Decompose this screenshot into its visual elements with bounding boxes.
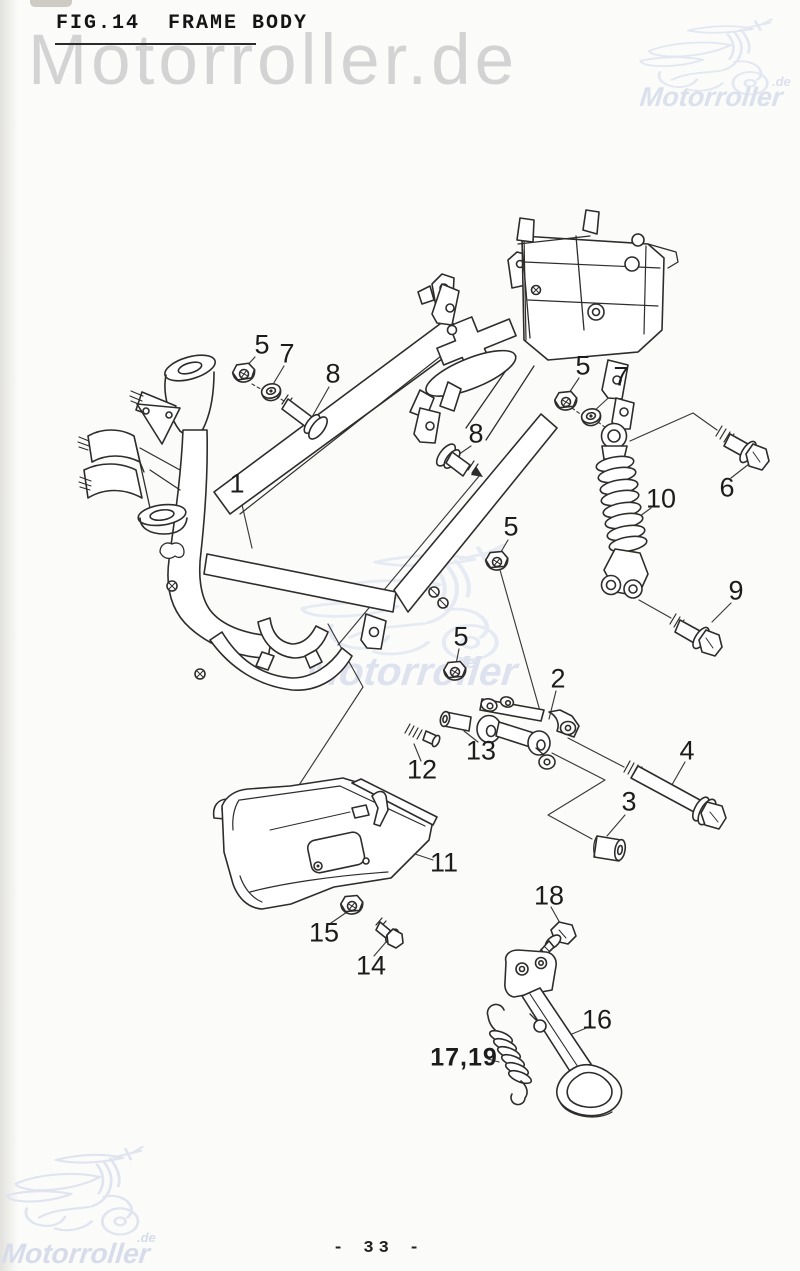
part-callout-16: 16 [581, 1004, 613, 1035]
screw-14 [375, 917, 404, 949]
part-callout-8: 8 [468, 418, 484, 449]
part-callout-15: 15 [308, 917, 340, 948]
part-callout-9: 9 [728, 575, 744, 606]
bolt-6 [715, 425, 770, 471]
page-number: - 33 - [333, 1239, 425, 1258]
spacer-13 [439, 710, 472, 732]
part-callout-18: 18 [533, 880, 565, 911]
part-callout-17-19: 17,19 [430, 1043, 498, 1072]
part-callout-7: 7 [279, 338, 295, 369]
part-callout-1: 1 [229, 468, 245, 499]
part-callout-11: 11 [429, 847, 459, 878]
part-callout-10: 10 [645, 483, 677, 514]
scan-corner-artifact [30, 0, 72, 7]
nut-5-rear [553, 390, 579, 412]
bushing-3 [593, 835, 627, 862]
washer-7-front [259, 381, 284, 404]
stand-spring [486, 1003, 533, 1106]
bolt-8-front [281, 394, 328, 440]
watermark-logo-tld: .de [137, 1230, 156, 1245]
linkage-bracket [476, 696, 580, 770]
screw-12 [404, 723, 441, 748]
part-callout-5: 5 [503, 511, 519, 542]
part-callout-5: 5 [254, 329, 270, 360]
part-callout-2: 2 [550, 663, 566, 694]
part-callout-6: 6 [719, 472, 735, 503]
nut-5-front [230, 361, 257, 385]
nut-5-linkage [442, 660, 468, 682]
bolt-9 [669, 613, 723, 657]
nut-15 [339, 894, 365, 916]
under-cover [212, 777, 438, 910]
part-callout-7: 7 [613, 361, 629, 392]
nut-5-center [484, 550, 510, 572]
watermark-logo-tld: .de [772, 74, 791, 89]
frame-body [77, 209, 679, 691]
part-callout-3: 3 [621, 786, 637, 817]
washer-7-rear [579, 406, 604, 429]
part-callout-14: 14 [355, 950, 387, 981]
figure-title: FIG.14 FRAME BODY [56, 12, 309, 35]
title-underline [55, 43, 256, 45]
side-stand [504, 949, 623, 1118]
part-callout-13: 13 [465, 735, 497, 766]
bolt-8-center [435, 443, 483, 477]
watermark-top-text: Motorroller.de [28, 21, 519, 100]
bolt-4 [623, 760, 727, 830]
part-callout-5: 5 [575, 350, 591, 381]
shock-absorber [595, 422, 649, 599]
part-callout-4: 4 [679, 735, 695, 766]
scan-edge-shadow [0, 0, 18, 1271]
part-callout-12: 12 [406, 754, 438, 785]
part-callout-8: 8 [325, 358, 341, 389]
part-callout-5: 5 [453, 621, 469, 652]
